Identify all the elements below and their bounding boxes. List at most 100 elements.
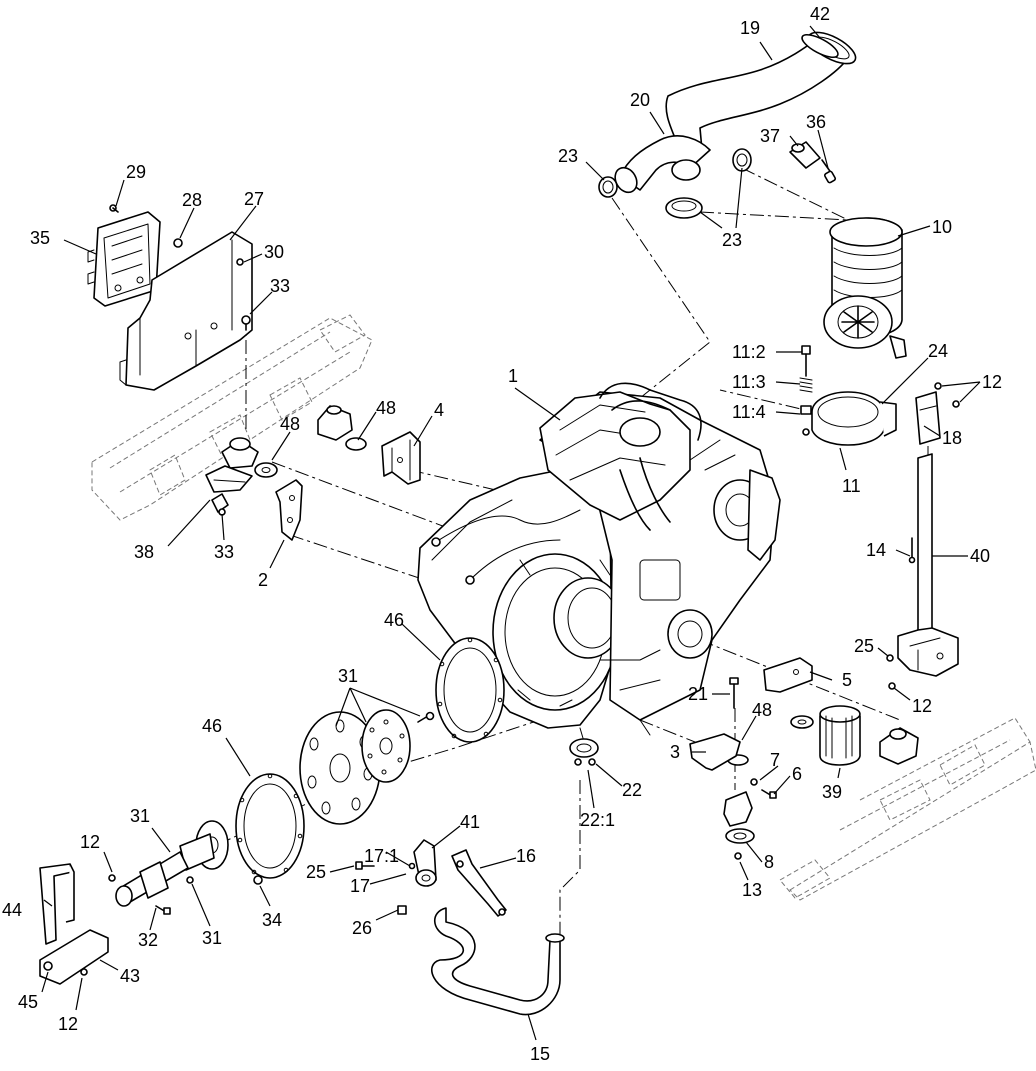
band-hardware	[799, 345, 813, 436]
callout-25-right: 25	[854, 636, 874, 656]
ecu-module	[87, 211, 161, 307]
callout-15: 15	[530, 1044, 550, 1064]
right-mount-isolator	[879, 727, 919, 765]
callout-45: 45	[18, 992, 38, 1012]
callout-46-center: 46	[384, 610, 404, 630]
bolt-34	[253, 875, 263, 885]
callout-18: 18	[942, 428, 962, 448]
engine-assembly	[417, 382, 781, 746]
callout-46-left: 46	[202, 716, 222, 736]
isolator-8-13	[723, 791, 755, 860]
callout-25-left: 25	[306, 862, 326, 882]
callout-16: 16	[516, 846, 536, 866]
callout-42: 42	[810, 4, 830, 24]
callout-35: 35	[30, 228, 50, 248]
callout-34: 34	[262, 910, 282, 930]
callout-31-low: 31	[202, 928, 222, 948]
drive-plate-31-small	[361, 709, 411, 783]
upper-isolator	[317, 405, 367, 451]
callout-32: 32	[138, 930, 158, 950]
bolt-21	[729, 677, 739, 709]
right-frame-rail-ghost	[779, 717, 1036, 901]
callout-5: 5	[842, 670, 852, 690]
air-cleaner-10	[823, 217, 907, 359]
callout-29: 29	[126, 162, 146, 182]
callout-48-top: 48	[376, 398, 396, 418]
support-post-40	[886, 453, 959, 690]
left-frame-rail-ghost	[91, 314, 373, 521]
intake-hose-20	[614, 135, 711, 194]
callout-6: 6	[792, 764, 802, 784]
callout-12-left-top: 12	[80, 832, 100, 852]
callout-48-right: 48	[752, 700, 772, 720]
hose-clamps-23	[598, 148, 752, 219]
callout-27: 27	[244, 189, 264, 209]
callout-11: 11	[842, 476, 861, 496]
air-cleaner-band-11	[811, 391, 897, 446]
callout-11-4: 11:4	[732, 402, 766, 422]
bracket-5	[763, 657, 813, 693]
driveshaft-yoke	[108, 820, 229, 915]
callout-31-top: 31	[338, 666, 358, 686]
hose-15	[431, 907, 565, 1016]
callout-4: 4	[434, 400, 444, 420]
callout-13: 13	[742, 880, 762, 900]
callout-30: 30	[264, 242, 284, 262]
gasket-46-center	[435, 637, 505, 743]
bracket-3	[689, 733, 741, 771]
callout-10: 10	[932, 217, 952, 237]
ecu-mount-plate	[119, 231, 253, 391]
callout-33-bottom: 33	[214, 542, 234, 562]
callout-43: 43	[120, 966, 140, 986]
callout-21: 21	[688, 684, 708, 704]
callout-labels: 1 2 3 4 5 6 7 8 10 11 11:2 11:3 11:4 12 …	[2, 4, 1002, 1064]
hose-clamp-42	[801, 33, 839, 59]
callout-22-1: 22:1	[580, 810, 615, 830]
callout-37: 37	[760, 126, 780, 146]
bracket-4	[381, 431, 421, 485]
gasket-46-left	[235, 773, 305, 879]
callout-17: 17	[350, 876, 370, 896]
callout-7: 7	[770, 750, 780, 770]
leader-lines	[41, 25, 981, 1041]
bracket-18	[915, 382, 960, 445]
callout-14: 14	[866, 540, 886, 560]
callout-1: 1	[508, 366, 518, 386]
hardware-6-7	[750, 778, 777, 799]
callout-44: 44	[2, 900, 22, 920]
callout-26: 26	[352, 918, 372, 938]
bracket-44-43	[39, 863, 109, 985]
left-engine-mount	[205, 437, 303, 541]
callout-36: 36	[806, 112, 826, 132]
drive-plate-31-large	[299, 711, 381, 825]
callout-31-mid: 31	[130, 806, 150, 826]
callout-23-right: 23	[722, 230, 742, 250]
bolt-31	[417, 711, 435, 723]
callout-12-right-top: 12	[982, 372, 1002, 392]
callout-48-left: 48	[280, 414, 300, 434]
callout-2: 2	[258, 570, 268, 590]
callout-3: 3	[670, 742, 680, 762]
callout-39: 39	[822, 782, 842, 802]
callout-20: 20	[630, 90, 650, 110]
restriction-indicator	[789, 141, 837, 184]
callout-11-3: 11:3	[732, 372, 766, 392]
callout-19: 19	[740, 18, 760, 38]
callout-11-2: 11:2	[732, 342, 766, 362]
callout-41: 41	[460, 812, 480, 832]
callout-22: 22	[622, 780, 642, 800]
flange-22	[569, 738, 599, 766]
callout-12-right-mid: 12	[912, 696, 932, 716]
callout-33-top: 33	[270, 276, 290, 296]
washer-48-right	[727, 715, 814, 766]
callout-38: 38	[134, 542, 154, 562]
oil-filter-39	[819, 705, 861, 766]
callout-8: 8	[764, 852, 774, 872]
callout-17-1: 17:1	[364, 846, 399, 866]
callout-24: 24	[928, 341, 948, 361]
callout-12-left-bottom: 12	[58, 1014, 78, 1034]
callout-23-left: 23	[558, 146, 578, 166]
callout-28: 28	[182, 190, 202, 210]
callout-40: 40	[970, 546, 990, 566]
